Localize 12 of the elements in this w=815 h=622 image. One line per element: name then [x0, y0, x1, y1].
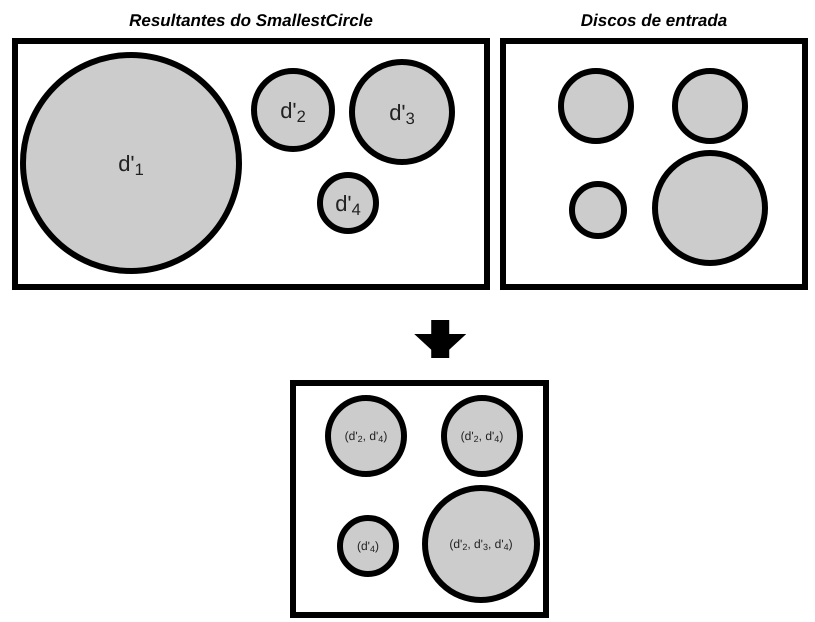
disc-label: d'$_{2}$	[280, 96, 306, 126]
panel-box	[290, 380, 549, 618]
disc-label: (d'$_{4}$)	[357, 538, 379, 555]
disc-label: (d'$_{2}$, d'$_{3}$, d'$_{4}$)	[449, 536, 513, 553]
panel-title: Resultantes do SmallestCircle	[128, 10, 374, 32]
disc-label: (d'$_{2}$, d'$_{4}$)	[460, 428, 504, 445]
panel-title: Discos de entrada	[580, 10, 728, 32]
disc-label: d'$_{3}$	[389, 98, 415, 128]
disc-label: (d'$_{2}$, d'$_{4}$)	[344, 428, 388, 445]
disc-label: d'$_{4}$	[335, 190, 361, 220]
disc-label: d'$_{1}$	[118, 150, 144, 180]
down-arrow	[414, 320, 466, 358]
